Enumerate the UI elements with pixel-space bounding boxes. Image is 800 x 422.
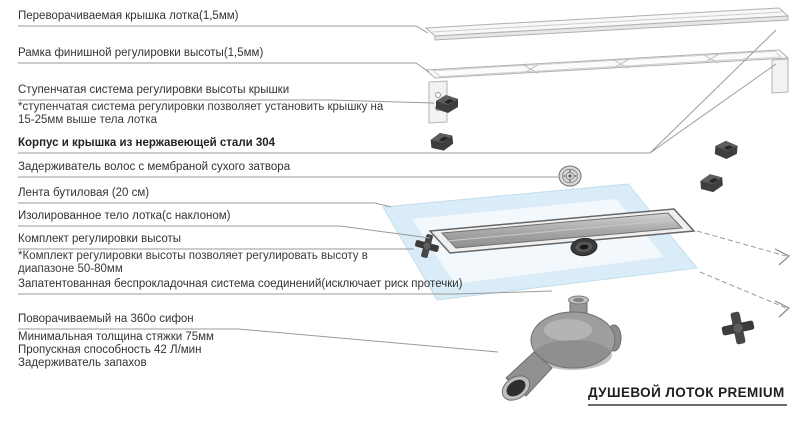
adjustment-frame-shape (424, 49, 790, 124)
callout-step-label: Ступенчатая система регулировки высоты к… (18, 84, 290, 96)
callout-siphon-line-1: Поворачиваемый на 360о сифон (18, 313, 194, 325)
callout-cover-label: Переворачиваемая крышка лотка(1,5мм) (18, 10, 239, 22)
callout-step-note-1: *ступенчатая система регулировки позволя… (18, 101, 384, 113)
callout-patented-joint-label: Запатентованная беспрокладочная система … (18, 278, 463, 290)
step-clips-shape (430, 95, 738, 193)
channel-body-shape (428, 208, 696, 254)
callout-height-kit-label: Комплект регулировки высоты (18, 233, 182, 245)
callout-hair-trap-label: Задерживатель волос с мембраной сухого з… (18, 161, 291, 173)
callout-steel-label: Корпус и крышка из нержавеющей стали 304 (18, 137, 276, 149)
cover-plate-shape (424, 7, 790, 41)
callout-insulated-body-label: Изолированное тело лотка(с наклоном) (18, 210, 231, 222)
callout-height-kit-note-1: *Комплект регулировки высоты позволяет р… (18, 250, 368, 262)
callout-siphon-line-2: Минимальная толщина стяжки 75мм (18, 331, 214, 343)
siphon-shape (501, 295, 622, 401)
callout-siphon-line-4: Задерживатель запахов (18, 357, 147, 369)
callout-frame-label: Рамка финишной регулировки высоты(1,5мм) (18, 47, 264, 59)
product-title: ДУШЕВОЙ ЛОТОК PREMIUM (588, 385, 785, 400)
hair-trap-shape (558, 165, 582, 187)
callout-step-note-2: 15-25мм выше тела лотка (18, 114, 157, 126)
adjustment-feet-shape (415, 234, 755, 345)
dimension-lines (696, 230, 791, 318)
callout-butyl-tape-label: Лента бутиловая (20 см) (18, 187, 150, 199)
callout-lines (18, 25, 777, 353)
channel-outlet-shape (570, 237, 598, 257)
callout-siphon-line-3: Пропускная способность 42 Л/мин (18, 344, 202, 356)
callout-height-kit-note-2: диапазоне 50-80мм (18, 263, 123, 275)
